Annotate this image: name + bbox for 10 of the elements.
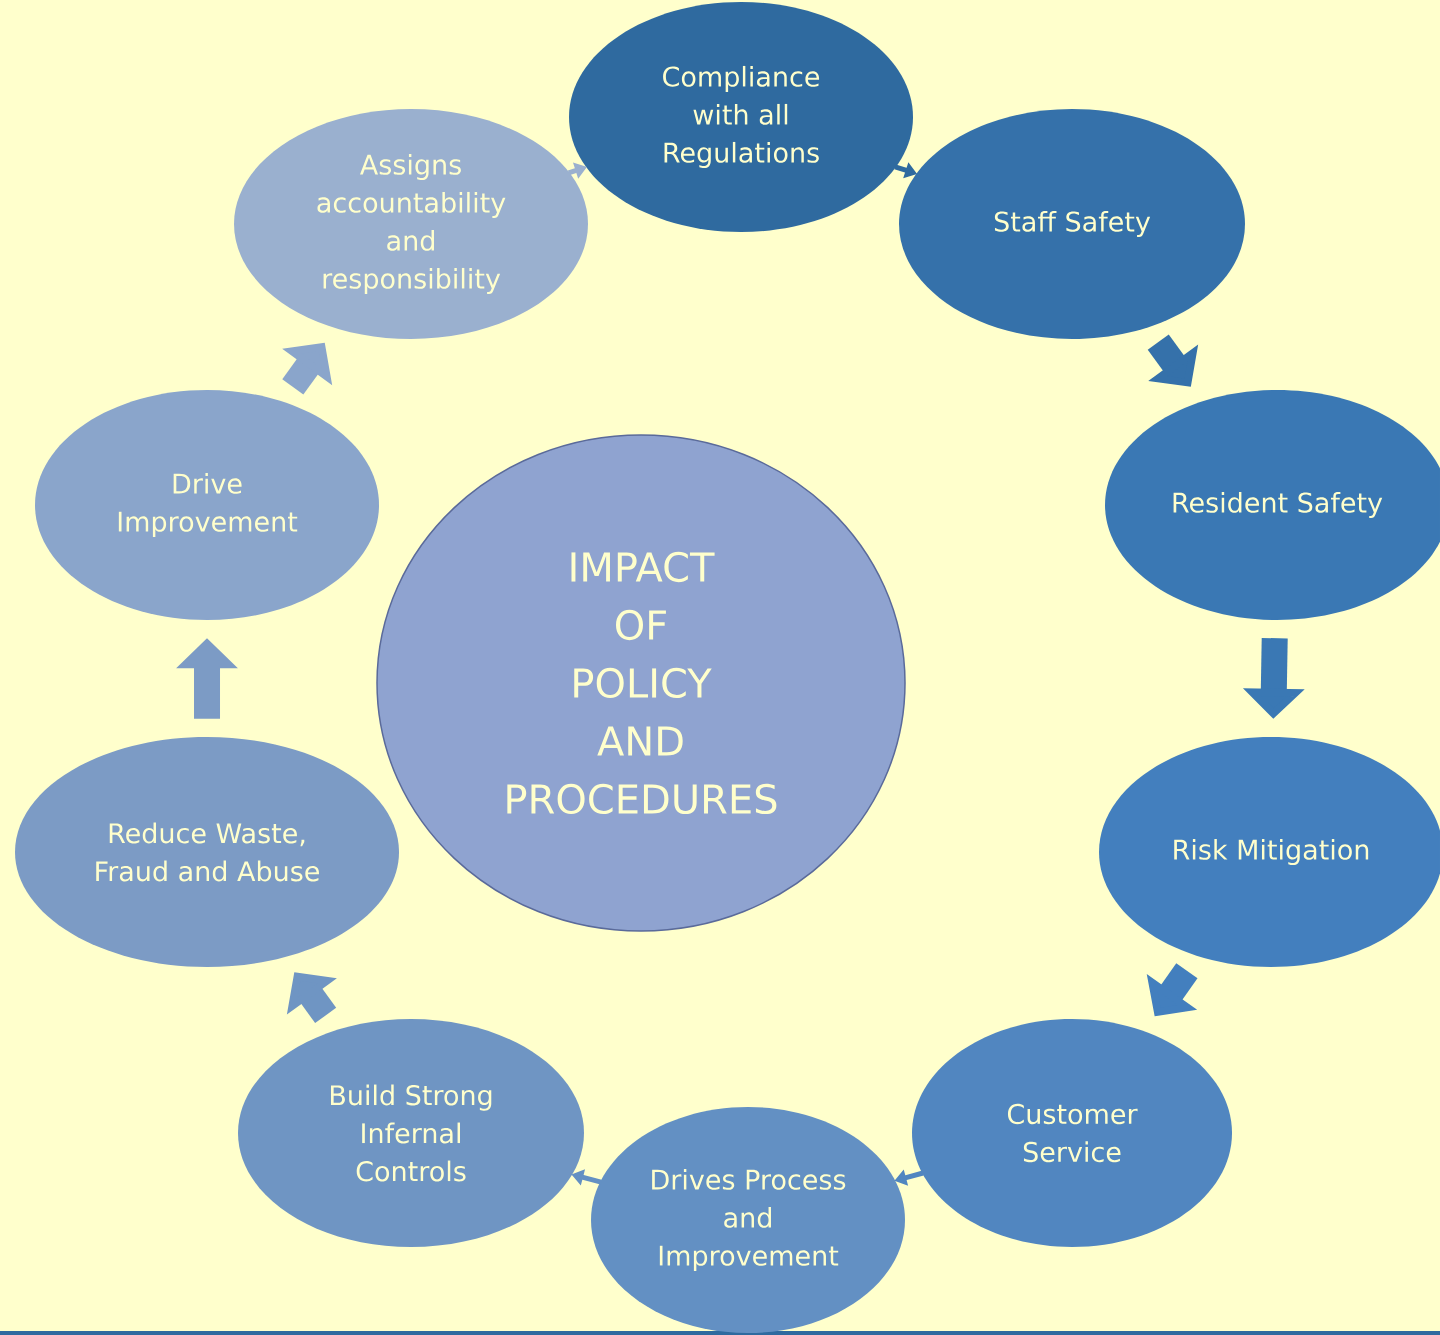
block-arrow [286,972,337,1024]
block-arrow [1147,334,1199,387]
ellipse-node: Compliance with all Regulations [569,2,913,232]
ellipse-node: Staff Safety [899,109,1245,339]
ellipse-node: Drives Process and Improvement [591,1107,905,1333]
ellipse-node: Assigns accountability and responsibility [234,109,588,339]
ellipse-node: Reduce Waste, Fraud and Abuse [15,737,399,967]
ellipse-node: Build Strong Infernal Controls [238,1019,584,1247]
ellipse-node: Drive Improvement [35,390,379,620]
ellipse-node: Customer Service [912,1019,1232,1247]
